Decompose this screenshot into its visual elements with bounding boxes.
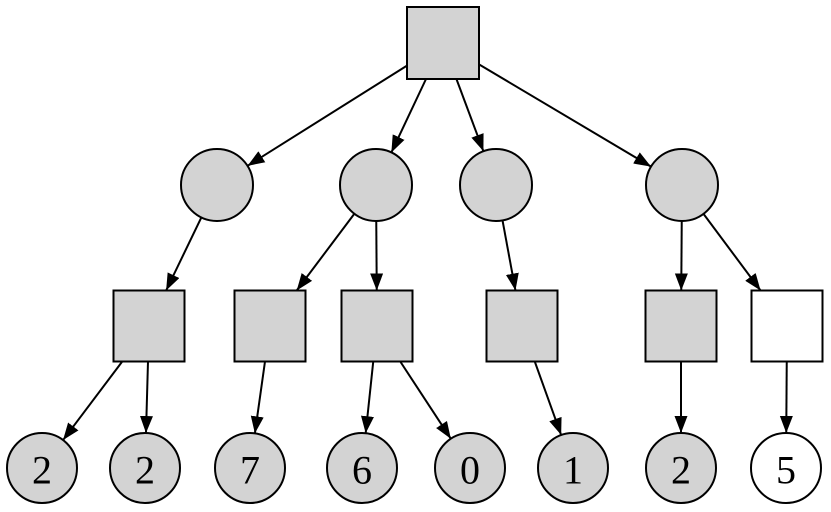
node-label-l2: 2 xyxy=(135,448,155,493)
tree-node-square-s3 xyxy=(340,289,414,363)
node-label-l3: 7 xyxy=(240,448,260,493)
tree-node-circle-l4 xyxy=(326,432,398,504)
tree-node-circle-l7 xyxy=(645,432,717,504)
tree-node-circle-l1 xyxy=(6,432,78,504)
node-label-l6: 1 xyxy=(563,448,583,493)
tree-node-circle-c4 xyxy=(645,148,719,222)
tree-node-circle-l5 xyxy=(434,432,506,504)
edge-s1-l2 xyxy=(139,361,153,434)
node-label-l5: 0 xyxy=(460,448,480,493)
edge-s3-l5 xyxy=(399,360,452,440)
node-label-l4: 6 xyxy=(352,448,372,493)
tree-node-circle-l2 xyxy=(109,432,181,504)
tree-node-circle-l6 xyxy=(537,432,609,504)
edge-s6-l8 xyxy=(779,361,793,434)
tree-node-square-s6 xyxy=(750,289,824,363)
edge-s1-l1 xyxy=(62,360,124,441)
edge-s2-l3 xyxy=(250,361,266,434)
tree-node-circle-c1 xyxy=(180,148,254,222)
edge-s3-l4 xyxy=(360,361,375,434)
edge-root-c2 xyxy=(390,78,427,153)
tree-node-circle-l3 xyxy=(214,432,286,504)
tree-node-square-s5 xyxy=(644,289,718,363)
tree-node-square-s4 xyxy=(485,289,559,363)
edge-root-c4 xyxy=(478,63,652,168)
node-label-l8: 5 xyxy=(776,448,796,493)
tree-node-square-s1 xyxy=(112,289,186,363)
edge-s4-l6 xyxy=(533,361,563,436)
node-label-l1: 2 xyxy=(32,448,52,493)
tree-node-square-s2 xyxy=(233,289,307,363)
edge-c2-s2 xyxy=(295,213,356,292)
tree-node-square-root xyxy=(406,6,480,80)
edge-c4-s6 xyxy=(702,213,762,292)
edge-c3-s4 xyxy=(501,220,519,291)
edge-root-c1 xyxy=(246,64,408,167)
tree-node-circle-c3 xyxy=(459,148,533,222)
node-label-l7: 2 xyxy=(671,448,691,493)
tree-node-circle-l8 xyxy=(750,432,822,504)
edge-c1-s1 xyxy=(165,216,203,291)
tree-node-circle-c2 xyxy=(339,148,413,222)
edge-root-c3 xyxy=(455,78,485,152)
